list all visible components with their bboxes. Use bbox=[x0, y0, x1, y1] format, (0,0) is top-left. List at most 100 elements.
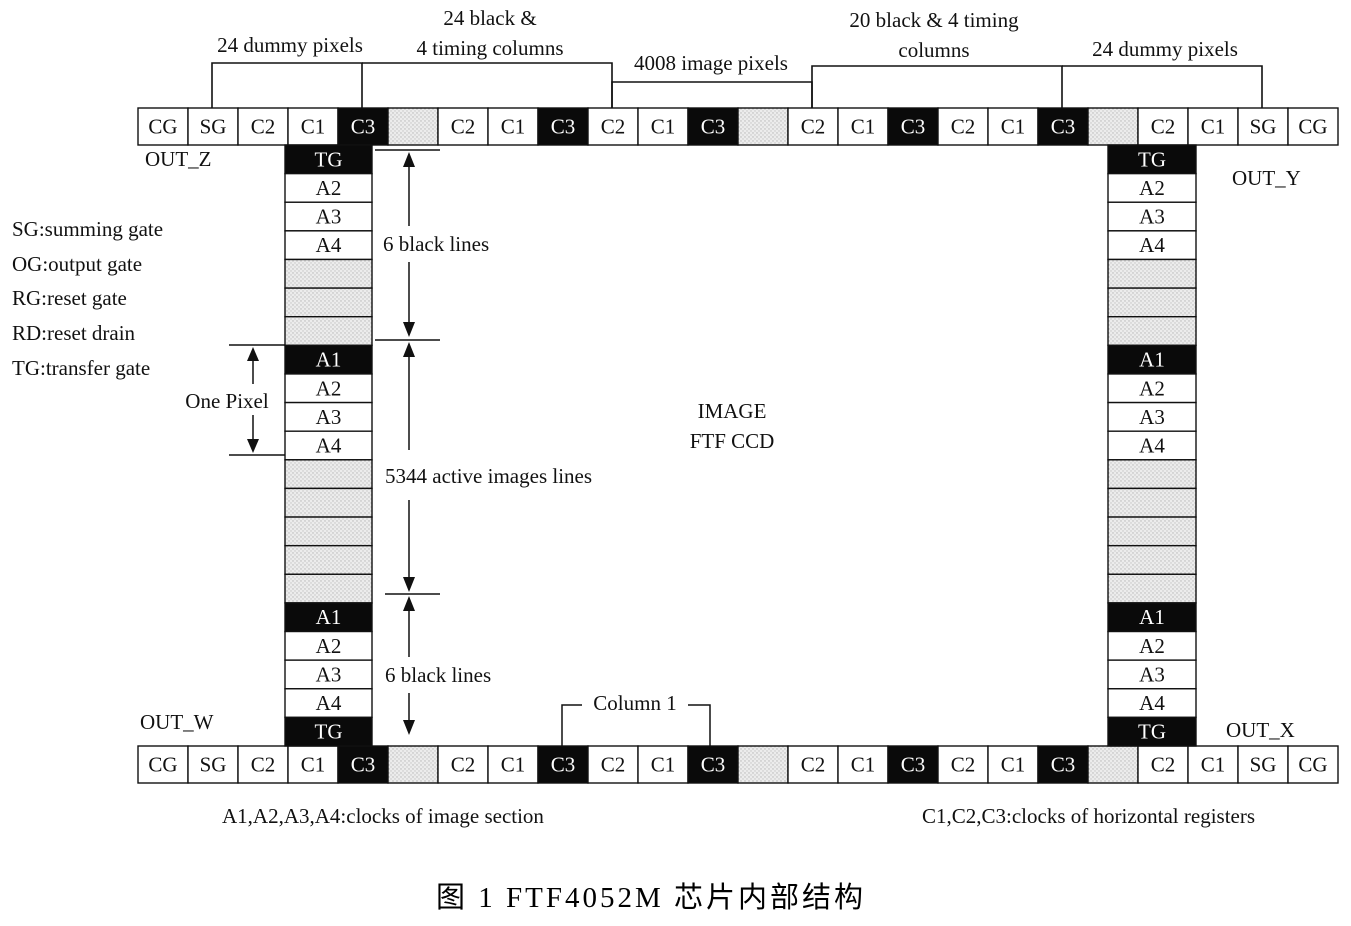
top-register-cell bbox=[837, 107, 889, 146]
bottom-register-cell-label: C3 bbox=[901, 753, 926, 777]
right-column-cell bbox=[1107, 487, 1197, 518]
top-register-cell bbox=[437, 107, 489, 146]
image-pixels-bracket bbox=[611, 81, 813, 108]
black-right-bracket bbox=[811, 65, 1063, 108]
bottom-register-cell-label: SG bbox=[1250, 753, 1277, 777]
top-register-cell-label: C1 bbox=[851, 115, 876, 139]
top-register-cell-label: C1 bbox=[301, 115, 326, 139]
top-register-cell-label: C1 bbox=[1001, 115, 1026, 139]
bottom-register-cell bbox=[287, 745, 339, 784]
top-register-cell bbox=[237, 107, 289, 146]
left-column-cell-label: A2 bbox=[316, 176, 342, 200]
bottom-register-cell-label: C1 bbox=[1201, 753, 1226, 777]
top-register-cell bbox=[137, 107, 189, 146]
top-register-cell-label: C3 bbox=[551, 115, 576, 139]
legend-og: OG:output gate bbox=[12, 252, 142, 276]
right-column-cell-label: A4 bbox=[1139, 691, 1165, 715]
top-register-cell bbox=[587, 107, 639, 146]
left-column-cell-label: TG bbox=[315, 147, 343, 171]
left-column-cell bbox=[284, 430, 373, 461]
dummy-right-label: 24 dummy pixels bbox=[1092, 37, 1238, 61]
left-column-cell bbox=[284, 373, 373, 404]
top-register-cell bbox=[987, 107, 1039, 146]
top-register-cell-label: SG bbox=[1250, 115, 1277, 139]
right-column-cell-label: A3 bbox=[1139, 205, 1165, 229]
legend-rd: RD:reset drain bbox=[12, 321, 136, 345]
left-column-cell bbox=[284, 544, 373, 575]
right-column-cell bbox=[1107, 688, 1197, 719]
right-column-cell-label: A2 bbox=[1139, 176, 1165, 200]
top-register-cell-label: C3 bbox=[351, 115, 376, 139]
bottom-register-cell bbox=[137, 745, 189, 784]
top-register-cell-label: C2 bbox=[601, 115, 626, 139]
bottom-register-cell-label: C2 bbox=[451, 753, 476, 777]
bottom-register-cell bbox=[187, 745, 239, 784]
legend-tg: TG:transfer gate bbox=[12, 356, 150, 380]
bottom-register-cell-label: C3 bbox=[1051, 753, 1076, 777]
bottom-register-cell-label: CG bbox=[1298, 753, 1327, 777]
top-register-cell bbox=[387, 107, 439, 146]
bottom-register-cell-label: C2 bbox=[601, 753, 626, 777]
top-register-cell-label: C3 bbox=[701, 115, 726, 139]
left-column-cell bbox=[284, 459, 373, 490]
top-register-cell-label: C3 bbox=[1051, 115, 1076, 139]
left-column-cell-label: TG bbox=[315, 720, 343, 744]
right-column-cell-label: A4 bbox=[1139, 233, 1165, 257]
right-column-cell-label: TG bbox=[1138, 147, 1166, 171]
left-column-cell-label: A2 bbox=[316, 376, 342, 400]
bottom-register-cell-label: C2 bbox=[251, 753, 276, 777]
bottom-register-cell bbox=[887, 745, 939, 784]
legend-rg: RG:reset gate bbox=[12, 286, 127, 310]
bottom-register-cell-label: C3 bbox=[551, 753, 576, 777]
bottom-register-cell-label: C1 bbox=[501, 753, 526, 777]
top-register-cell bbox=[787, 107, 839, 146]
black-lines-top-label: 6 black lines bbox=[383, 232, 489, 256]
left-column-cell bbox=[284, 258, 373, 289]
right-column-cell bbox=[1107, 516, 1197, 547]
right-column-cell-label: A1 bbox=[1139, 605, 1165, 629]
top-register-cell-label: C3 bbox=[901, 115, 926, 139]
left-column-cell bbox=[284, 573, 373, 604]
black-lines-bottom-label: 6 black lines bbox=[385, 663, 491, 687]
right-column-cell bbox=[1107, 230, 1197, 261]
top-register-cell bbox=[537, 107, 589, 146]
right-column-cell-label: A3 bbox=[1139, 405, 1165, 429]
image-label: IMAGE bbox=[698, 399, 767, 423]
top-register-cell-label: CG bbox=[1298, 115, 1327, 139]
bottom-register-cell bbox=[487, 745, 539, 784]
left-column-cell-label: A3 bbox=[316, 205, 342, 229]
one-pixel-label: One Pixel bbox=[185, 389, 269, 413]
bottom-register-cell bbox=[837, 745, 889, 784]
left-column-cell-label: A1 bbox=[316, 605, 342, 629]
right-column-cell-label: A2 bbox=[1139, 634, 1165, 658]
right-column-cell bbox=[1107, 630, 1197, 661]
bottom-register-cell bbox=[1287, 745, 1339, 784]
bottom-register-cell-label: C2 bbox=[1151, 753, 1176, 777]
bottom-register-cell-label: C2 bbox=[951, 753, 976, 777]
right-column-cell bbox=[1107, 602, 1197, 633]
out-x-label: OUT_X bbox=[1226, 718, 1295, 742]
top-register-cell bbox=[1237, 107, 1289, 146]
left-column-cell-label: A1 bbox=[316, 348, 342, 372]
top-register-cell bbox=[187, 107, 239, 146]
bottom-register-cell-label: C1 bbox=[1001, 753, 1026, 777]
bottom-register-cell bbox=[387, 745, 439, 784]
legend-sg: SG:summing gate bbox=[12, 217, 163, 241]
out-w-label: OUT_W bbox=[140, 710, 214, 734]
left-column-cell bbox=[284, 688, 373, 719]
top-register-cell-label: C2 bbox=[1151, 115, 1176, 139]
top-register-cell-label: C2 bbox=[251, 115, 276, 139]
right-column-cell-label: A4 bbox=[1139, 434, 1165, 458]
top-register-cell-label: C2 bbox=[951, 115, 976, 139]
bottom-register-cell bbox=[1237, 745, 1289, 784]
top-register-cell bbox=[1287, 107, 1339, 146]
left-column-cell bbox=[284, 602, 373, 633]
column-1-bracket-left bbox=[561, 704, 582, 746]
bottom-register-cell-label: C2 bbox=[801, 753, 826, 777]
bottom-register-cell bbox=[987, 745, 1039, 784]
active-lines-label: 5344 active images lines bbox=[385, 464, 592, 488]
top-register-cell-label: CG bbox=[148, 115, 177, 139]
black-right-label-1: 20 black & 4 timing bbox=[849, 8, 1019, 32]
